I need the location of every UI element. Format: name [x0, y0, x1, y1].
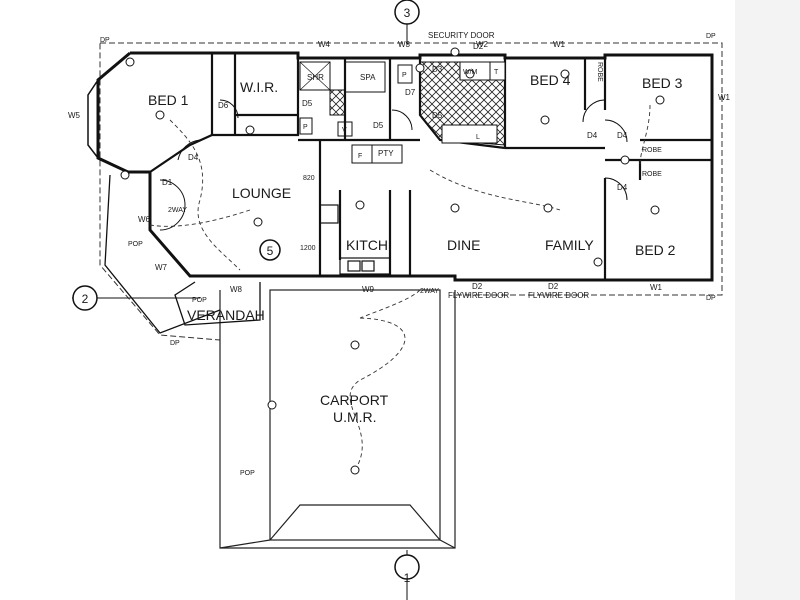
- room-bed3: BED 3: [642, 75, 683, 91]
- label-w1-top: W1: [553, 40, 566, 49]
- label-d5c: D5: [432, 111, 443, 120]
- marker-dp-tl: DP: [100, 37, 110, 44]
- dimension-1200: 1200: [300, 245, 316, 252]
- room-bed1: BED 1: [148, 92, 189, 108]
- marker-2way-1: 2WAY: [168, 207, 187, 214]
- fixture-f: F: [358, 153, 362, 160]
- marker-dp-tr: DP: [706, 33, 716, 40]
- svg-text:5: 5: [267, 244, 274, 258]
- grid-ref-1: 1: [394, 550, 420, 600]
- svg-text:1: 1: [404, 571, 411, 585]
- external-walls: [96, 51, 714, 282]
- label-w8: W8: [230, 285, 243, 294]
- room-shr: SHR: [307, 73, 324, 82]
- label-w1-bottom: W1: [650, 283, 663, 292]
- label-d5a: D5: [302, 99, 313, 108]
- room-bed4: BED 4: [530, 72, 571, 88]
- door-swings: [159, 99, 628, 231]
- label-w6: W6: [138, 215, 151, 224]
- room-robe-a: ROBE: [642, 147, 662, 154]
- label-w3: W3: [398, 40, 411, 49]
- label-w7: W7: [155, 263, 168, 272]
- label-d4a: D4: [188, 153, 199, 162]
- fixture-p2: P: [303, 124, 308, 131]
- room-robe-b: ROBE: [642, 171, 662, 178]
- electrical-wiring: [149, 104, 651, 471]
- fixture-l: L: [476, 134, 480, 141]
- grid-ref-3: 3: [394, 0, 420, 45]
- room-family: FAMILY: [545, 237, 594, 253]
- label-flywire-door-1: FLYWIRE DOOR: [448, 291, 509, 300]
- room-lounge: LOUNGE: [232, 185, 291, 201]
- room-dine: DINE: [447, 237, 480, 253]
- fixture-v: V: [342, 127, 347, 134]
- marker-2way-2: 2WAY: [420, 288, 439, 295]
- label-d7: D7: [405, 88, 416, 97]
- room-umr: U.M.R.: [333, 409, 377, 425]
- label-d2a: D2: [472, 282, 483, 291]
- label-w4: W4: [318, 40, 331, 49]
- grid-ref-2: 2: [72, 285, 200, 311]
- marker-pop-2: POP: [192, 297, 207, 304]
- label-w5: W5: [68, 111, 81, 120]
- bay-window: [87, 79, 99, 159]
- fixture-wm: W/M: [463, 69, 478, 76]
- label-w2: W2: [476, 40, 489, 49]
- label-d3: D3: [432, 65, 443, 74]
- verandah-outline: [104, 174, 261, 334]
- room-verandah: VERANDAH: [187, 307, 265, 323]
- label-security-door: SECURITY DOOR: [428, 31, 495, 40]
- label-d6: D6: [218, 101, 229, 110]
- fixture-p1: P: [402, 72, 407, 79]
- eave-outline: [99, 42, 723, 549]
- grid-ref-5: 5: [259, 239, 281, 261]
- room-pty: PTY: [378, 149, 394, 158]
- marker-pop-3: POP: [240, 470, 255, 477]
- label-d2c: D2: [473, 42, 484, 51]
- room-kitch: KITCH.: [346, 237, 392, 253]
- dimension-820: 820: [303, 175, 315, 182]
- ensuite-fixtures: [299, 61, 413, 164]
- light-fixtures: [120, 47, 665, 475]
- label-flywire-door-2: FLYWIRE DOOR: [528, 291, 589, 300]
- svg-text:2: 2: [82, 292, 89, 306]
- page-edge-shade: [735, 0, 800, 600]
- marker-dp-br: DP: [706, 295, 716, 302]
- svg-text:3: 3: [404, 6, 411, 20]
- label-d5b: D5: [373, 121, 384, 130]
- label-d1: D1: [162, 178, 173, 187]
- room-spa: SPA: [360, 73, 376, 82]
- label-d4d: D4: [617, 183, 628, 192]
- label-w9: W9: [362, 285, 375, 294]
- fixture-t: T: [494, 69, 499, 76]
- room-robe-top: ROBE: [596, 62, 603, 82]
- room-carport: CARPORT: [320, 392, 389, 408]
- room-wir: W.I.R.: [240, 79, 278, 95]
- kitchen-bench: [319, 204, 391, 275]
- marker-dp-bl: DP: [170, 340, 180, 347]
- label-d2b: D2: [548, 282, 559, 291]
- label-d4b: D4: [587, 131, 598, 140]
- laundry-area: [419, 61, 506, 146]
- marker-pop-1: POP: [128, 241, 143, 248]
- label-w1-right: W1: [718, 93, 731, 102]
- room-bed2: BED 2: [635, 242, 676, 258]
- carport-roof: [219, 289, 456, 549]
- label-d4c: D4: [617, 131, 628, 140]
